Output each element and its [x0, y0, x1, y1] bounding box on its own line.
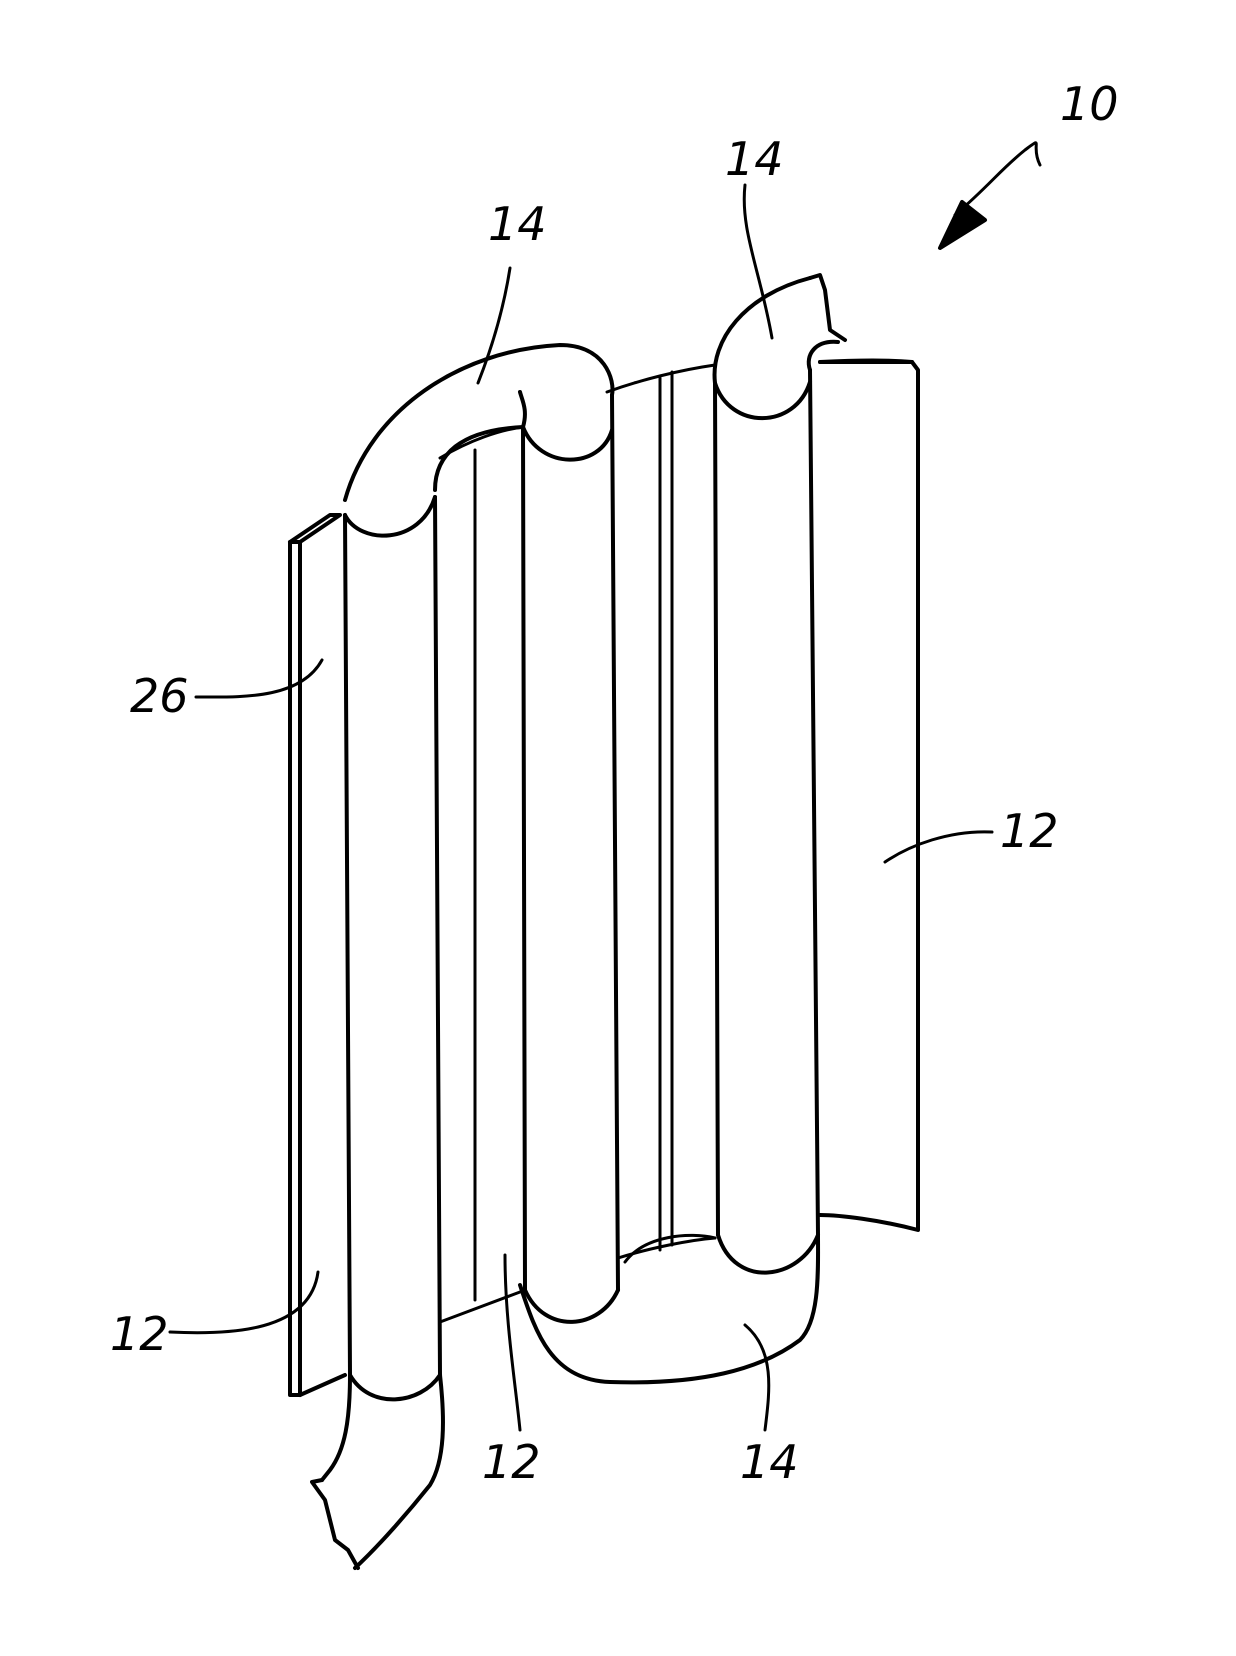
ref-14-top-left: 14	[488, 197, 547, 251]
bottom-left-stub	[312, 1375, 443, 1568]
ref-12-bottom-left: 12	[110, 1307, 169, 1361]
tube-1	[345, 497, 440, 1399]
leader-14-bottom	[745, 1325, 769, 1430]
leader-12-bottom-left	[170, 1272, 318, 1333]
ref-26: 26	[130, 669, 189, 723]
tube-3	[625, 370, 818, 1273]
leader-14-top-right	[744, 185, 772, 338]
ref-14-bottom: 14	[740, 1435, 799, 1489]
top-left-bend	[345, 345, 612, 500]
ref-10: 10	[1060, 77, 1119, 131]
arrow-10	[940, 202, 985, 248]
bottom-bend	[520, 1235, 818, 1382]
top-right-bend	[715, 275, 845, 383]
ref-14-top-right: 14	[725, 132, 784, 186]
back-plate	[290, 515, 345, 1395]
leader-12-right	[885, 832, 992, 862]
leader-12-bottom-middle	[505, 1255, 520, 1430]
ref-12-bottom-middle: 12	[482, 1435, 541, 1489]
ref-12-right: 12	[1000, 804, 1059, 858]
leader-14-top-left	[478, 268, 510, 383]
back-wall	[440, 365, 715, 1322]
right-fin	[820, 361, 918, 1231]
leader-26	[196, 660, 322, 697]
tube-2	[523, 395, 618, 1322]
